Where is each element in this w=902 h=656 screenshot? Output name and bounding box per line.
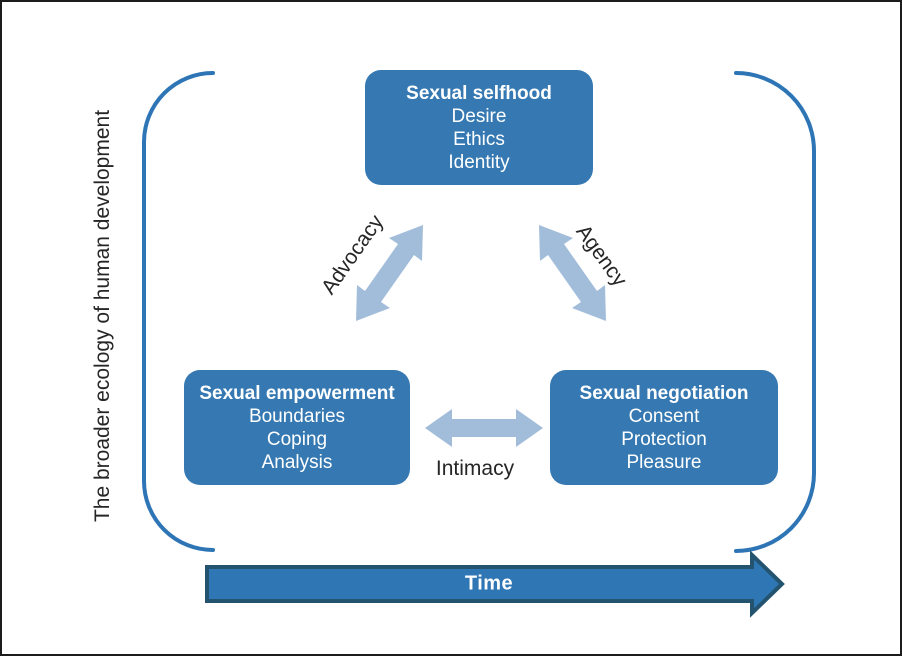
box-item: Desire (451, 105, 507, 127)
advocacy-arrow (356, 225, 423, 321)
time-arrow (205, 550, 785, 618)
box-item: Identity (448, 151, 510, 173)
intimacy-arrow (425, 409, 543, 447)
box-title: Sexual negotiation (579, 382, 749, 404)
box-item: Coping (266, 428, 328, 450)
box-title: Sexual selfhood (406, 82, 552, 104)
box-item: Boundaries (248, 405, 346, 427)
box-item: Pleasure (626, 451, 702, 473)
time-label: Time (464, 572, 514, 595)
ecology-axis-label: The broader ecology of human development (91, 109, 114, 523)
intimacy-label: Intimacy (435, 457, 515, 480)
box-item: Protection (621, 428, 707, 450)
agency-arrow (539, 225, 606, 321)
box-sexual-negotiation: Sexual negotiation Consent Protection Pl… (550, 370, 778, 485)
box-item: Consent (628, 405, 700, 427)
box-item: Analysis (261, 451, 333, 473)
box-sexual-empowerment: Sexual empowerment Boundaries Coping Ana… (184, 370, 410, 485)
right-bracket (734, 71, 816, 553)
box-item: Ethics (453, 128, 505, 150)
box-sexual-selfhood: Sexual selfhood Desire Ethics Identity (365, 70, 593, 185)
box-title: Sexual empowerment (199, 382, 395, 404)
left-bracket (142, 71, 215, 552)
